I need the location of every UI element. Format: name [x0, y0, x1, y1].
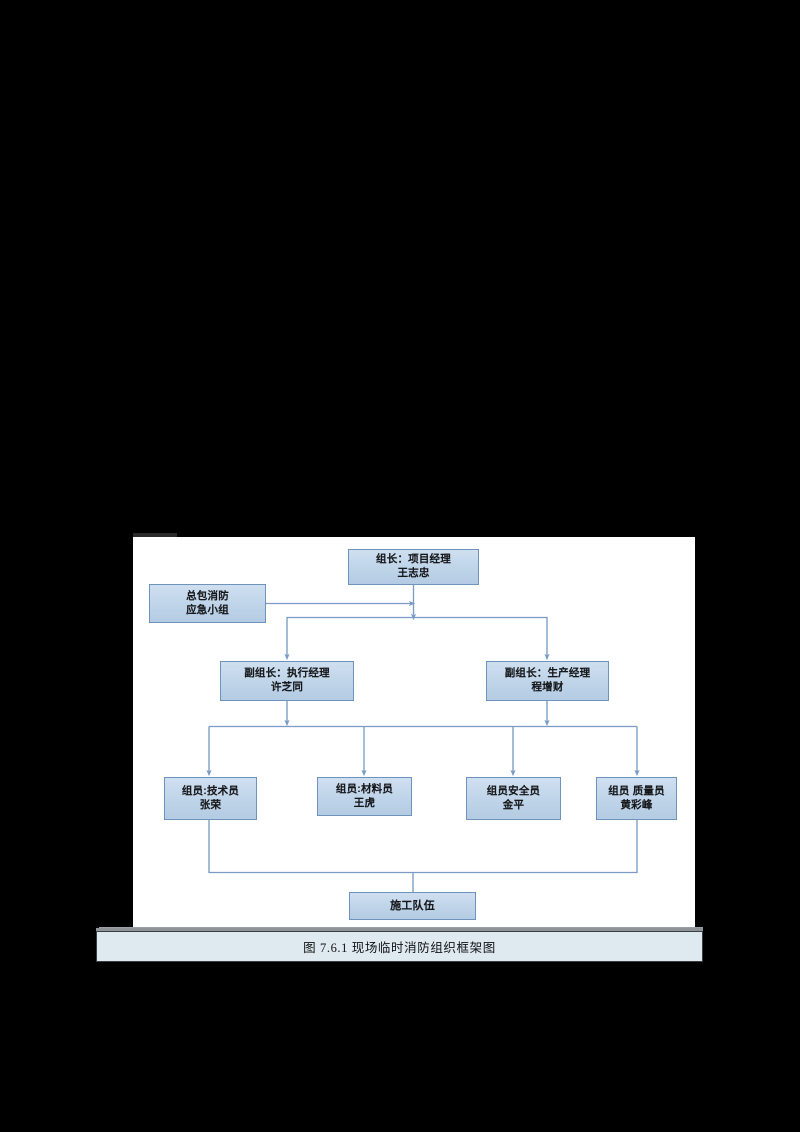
- node-member-material-clerk[interactable]: 组员:材料员 王虎: [317, 777, 412, 816]
- node-member-tech-name: 张荣: [199, 798, 222, 811]
- node-crew-role: 施工队伍: [390, 899, 435, 912]
- node-deputy-prod-name: 程增财: [531, 681, 564, 693]
- node-member-tech-role: 组员:技术员: [181, 784, 240, 797]
- node-member-safety-officer[interactable]: 组员安全员 金平: [466, 777, 561, 820]
- embedded-object-top-edge: [133, 533, 177, 537]
- node-construction-crew[interactable]: 施工队伍: [349, 892, 476, 920]
- node-leader[interactable]: 组长：项目经理 王志忠: [348, 549, 479, 585]
- node-member-safe-role: 组员安全员: [486, 784, 541, 797]
- edge-leader-to-deputy-exec: [284, 616, 414, 661]
- caption-bar-shadow: [99, 927, 703, 931]
- figure-caption-bar: 图 7.6.1 现场临时消防组织框架图: [96, 931, 703, 962]
- node-leader-role: 组长：项目经理: [376, 553, 451, 566]
- node-member-safe-name: 金平: [502, 798, 525, 811]
- node-leader-name: 王志忠: [397, 567, 430, 579]
- node-deputy-leader-executive[interactable]: 副组长：执行经理 许芝同: [220, 661, 354, 701]
- edge-leader-to-deputy-prod: [413, 616, 550, 661]
- node-deputy-exec-role: 副组长：执行经理: [244, 667, 330, 680]
- node-contractor-role: 总包消防: [186, 589, 229, 602]
- crew-merge-bus: [208, 820, 638, 874]
- node-contractor-name: 应急小组: [186, 603, 229, 616]
- node-member-mat-name: 王虎: [353, 796, 376, 809]
- node-member-technician[interactable]: 组员:技术员 张荣: [164, 777, 257, 820]
- node-member-qual-role: 组员 质量员: [608, 784, 665, 797]
- node-member-quality-officer[interactable]: 组员 质量员 黄彩峰: [596, 777, 677, 820]
- node-deputy-prod-role: 副组长：生产经理: [504, 667, 591, 680]
- org-chart-panel: 组长：项目经理 王志忠 总包消防 应急小组 副组长：执行经理 许芝同 副组长：生…: [133, 537, 695, 929]
- node-contractor-fire-team[interactable]: 总包消防 应急小组: [149, 584, 266, 623]
- figure-caption-text: 图 7.6.1 现场临时消防组织框架图: [303, 941, 496, 955]
- node-deputy-leader-production[interactable]: 副组长：生产经理 程增财: [486, 661, 609, 701]
- node-deputy-exec-name: 许芝同: [270, 681, 304, 693]
- node-member-qual-name: 黄彩峰: [620, 798, 653, 811]
- node-member-mat-role: 组员:材料员: [335, 782, 394, 795]
